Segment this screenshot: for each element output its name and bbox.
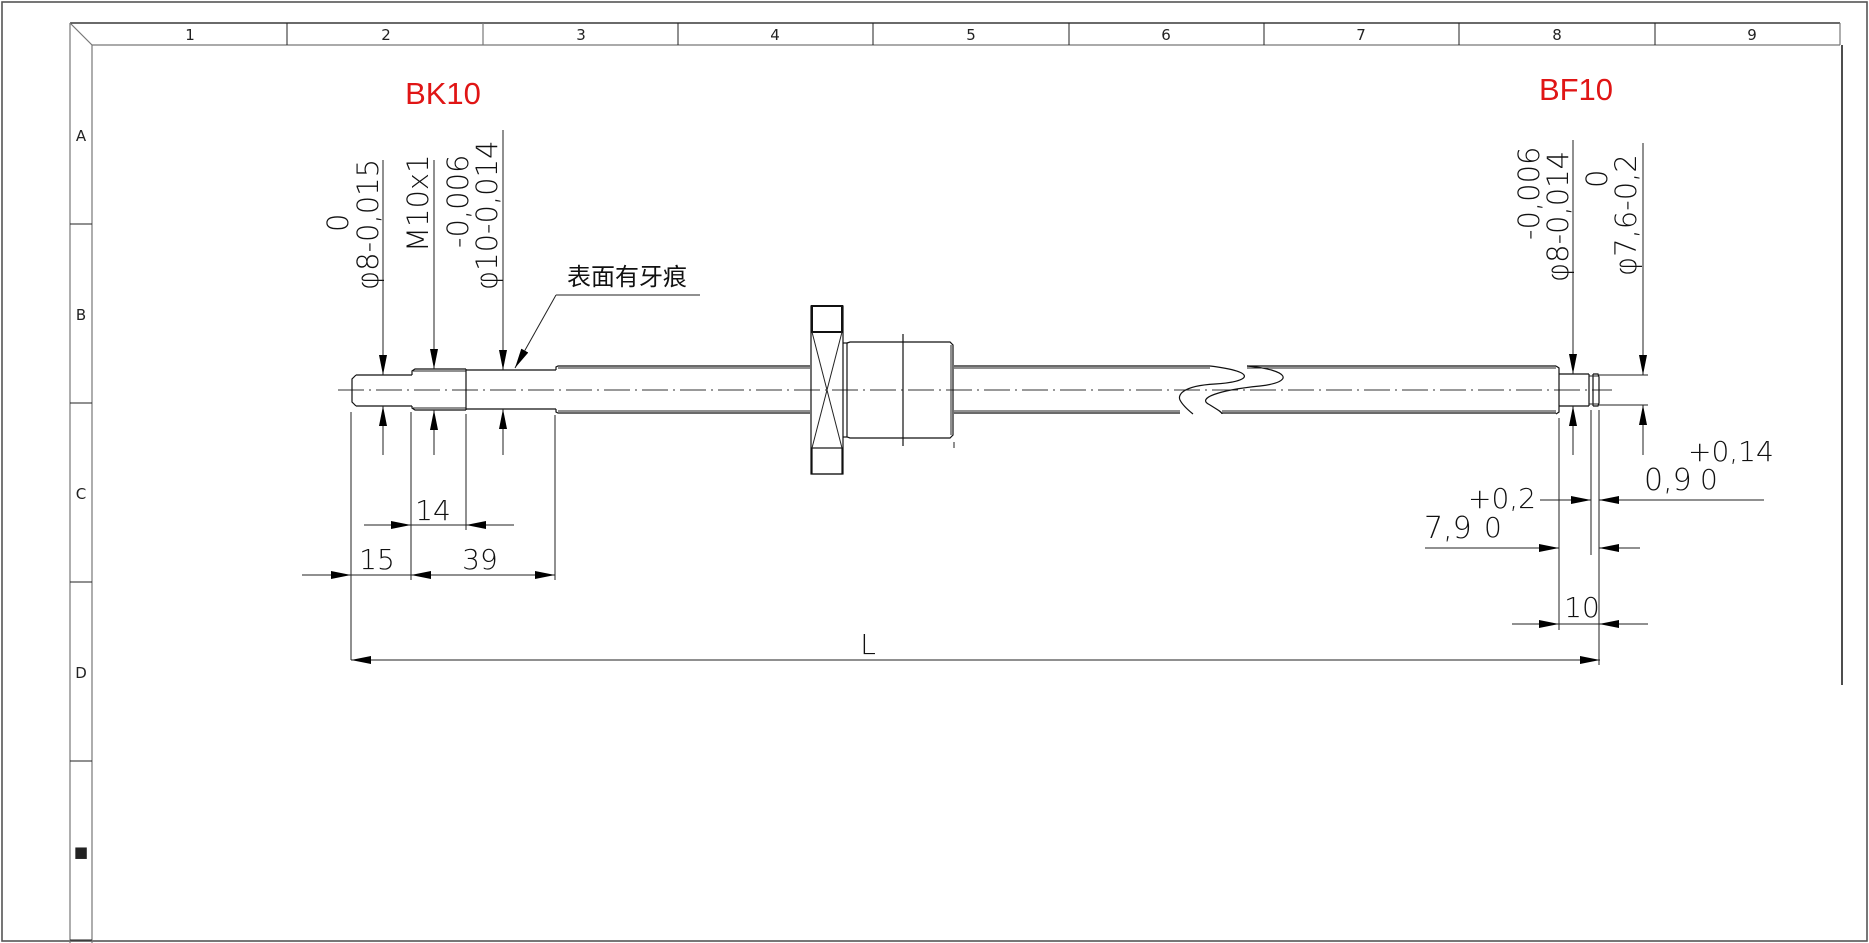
dim-10: 10	[1564, 591, 1600, 624]
dim-phi8-right-tol: -0,006	[1512, 147, 1546, 241]
row-label-b: B	[76, 306, 86, 324]
dim-phi8-left-main: φ8-0,015	[351, 159, 385, 290]
dim-phi7-6-main: φ7,6-0,2	[1609, 154, 1643, 276]
dim-m10x1: M10x1	[401, 154, 435, 252]
row-label-e: ■	[74, 843, 88, 861]
zone-frame	[69, 22, 1843, 943]
groove-width-tol-upper: +0,14	[1688, 435, 1774, 468]
column-label-5: 5	[966, 26, 976, 44]
column-label-7: 7	[1356, 26, 1366, 44]
dim-39: 39	[462, 543, 498, 576]
column-label-1: 1	[185, 26, 195, 44]
groove-pos-main: 7,9	[1424, 511, 1472, 546]
groove-width-main: 0,9	[1644, 463, 1692, 498]
right-end-dimensions	[1425, 140, 1764, 665]
dim-14: 14	[415, 494, 451, 527]
dim-phi10: φ10-0,014 -0,006	[441, 140, 504, 290]
dim-phi10-tol: -0,006	[441, 155, 475, 249]
dim-phi7-6: φ7,6-0,2 0	[1580, 154, 1643, 276]
bf10-label: BF10	[1539, 72, 1613, 107]
column-label-4: 4	[770, 26, 780, 44]
bk10-label: BK10	[405, 76, 481, 111]
left-end-dimensions	[302, 130, 1600, 664]
column-label-8: 8	[1552, 26, 1562, 44]
column-label-2: 2	[381, 26, 391, 44]
dim-phi7-6-tol: 0	[1580, 170, 1614, 188]
column-label-9: 9	[1747, 26, 1757, 44]
groove-pos-tol-upper: +0,2	[1468, 482, 1536, 515]
dim-phi8-left-tol: 0	[321, 214, 355, 232]
dim-overall-l: L	[860, 628, 876, 661]
row-label-d: D	[75, 664, 87, 682]
row-label-c: C	[76, 485, 86, 503]
dim-phi8-right: φ8-0,014 -0,006	[1512, 147, 1575, 283]
dim-m10x1-text: M10x1	[401, 154, 435, 252]
surface-note: 表面有牙痕	[567, 263, 687, 291]
groove-pos-tol-lower: 0	[1484, 511, 1502, 544]
row-label-a: A	[76, 127, 87, 145]
dim-phi8-left: φ8-0,015 0	[321, 159, 385, 290]
dim-phi8-right-main: φ8-0,014	[1541, 151, 1575, 282]
column-label-3: 3	[576, 26, 586, 44]
dim-15: 15	[359, 543, 395, 576]
column-label-6: 6	[1161, 26, 1171, 44]
ball-screw-shaft	[338, 305, 1648, 475]
dim-phi10-main: φ10-0,014	[470, 140, 504, 290]
groove-width-tol-lower: 0	[1700, 463, 1718, 496]
